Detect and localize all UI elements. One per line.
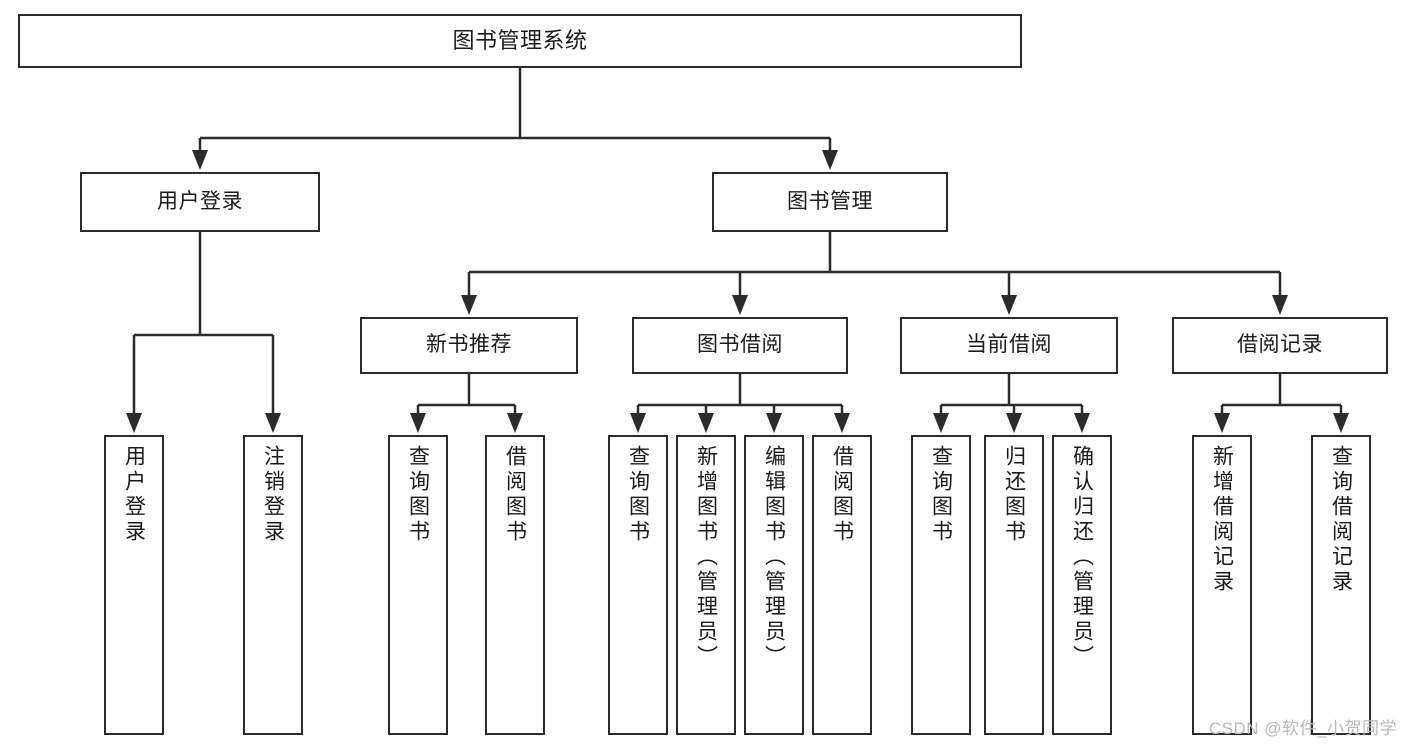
conn-book-borrow-arrowhead-1 xyxy=(698,413,714,433)
conn-current-borrow-arrowhead-2 xyxy=(1074,413,1090,433)
node-label-leaf-user-logout: 注销登录 xyxy=(261,445,285,545)
conn-root-arrowhead-1 xyxy=(822,150,838,170)
node-box-leaf-query-book-3[interactable]: 查询图书 xyxy=(911,435,971,735)
conn-borrow-record-arrowhead-1 xyxy=(1333,413,1349,433)
node-box-book-manage[interactable]: 图书管理 xyxy=(712,172,948,232)
node-box-leaf-query-record[interactable]: 查询借阅记录 xyxy=(1311,435,1371,735)
connector-group xyxy=(126,68,1349,433)
conn-new-book-recommend-arrowhead-0 xyxy=(410,413,426,433)
node-box-leaf-borrow-book-1[interactable]: 借阅图书 xyxy=(485,435,545,735)
node-label-new-book-recommend: 新书推荐 xyxy=(426,333,512,357)
conn-book-manage-arrowhead-2 xyxy=(1001,295,1017,315)
conn-book-manage-arrowhead-1 xyxy=(732,295,748,315)
conn-current-borrow-arrowhead-1 xyxy=(1006,413,1022,433)
conn-user-login-arrowhead-0 xyxy=(126,413,142,433)
node-label-user-login: 用户登录 xyxy=(157,189,243,213)
node-label-leaf-borrow-book-2: 借阅图书 xyxy=(830,445,854,545)
conn-current-borrow-arrowhead-0 xyxy=(933,413,949,433)
node-label-book-borrow: 图书借阅 xyxy=(697,333,783,357)
node-label-leaf-query-book-3: 查询图书 xyxy=(929,445,953,545)
node-label-leaf-query-record: 查询借阅记录 xyxy=(1329,445,1353,595)
node-box-leaf-user-login[interactable]: 用户登录 xyxy=(104,435,164,735)
node-box-leaf-return-book[interactable]: 归还图书 xyxy=(984,435,1044,735)
node-label-leaf-borrow-book-1: 借阅图书 xyxy=(503,445,527,545)
node-box-new-book-recommend[interactable]: 新书推荐 xyxy=(360,317,578,374)
node-box-borrow-record[interactable]: 借阅记录 xyxy=(1172,317,1388,374)
conn-book-borrow-arrowhead-3 xyxy=(834,413,850,433)
node-label-root: 图书管理系统 xyxy=(452,28,588,54)
node-box-leaf-edit-book[interactable]: 编辑图书（管理员） xyxy=(744,435,804,735)
conn-root-arrowhead-0 xyxy=(192,150,208,170)
node-box-leaf-borrow-book-2[interactable]: 借阅图书 xyxy=(812,435,872,735)
conn-book-borrow-arrowhead-0 xyxy=(630,413,646,433)
node-label-current-borrow: 当前借阅 xyxy=(966,333,1052,357)
node-label-leaf-confirm-return: 确认归还（管理员） xyxy=(1070,445,1094,670)
node-box-book-borrow[interactable]: 图书借阅 xyxy=(632,317,848,374)
node-label-leaf-add-record: 新增借阅记录 xyxy=(1210,445,1234,595)
node-label-leaf-add-book: 新增图书（管理员） xyxy=(694,445,718,670)
node-box-user-login[interactable]: 用户登录 xyxy=(80,172,320,232)
node-box-leaf-query-book-1[interactable]: 查询图书 xyxy=(388,435,448,735)
node-box-current-borrow[interactable]: 当前借阅 xyxy=(900,317,1118,374)
node-label-leaf-query-book-1: 查询图书 xyxy=(406,445,430,545)
conn-book-manage-arrowhead-3 xyxy=(1272,295,1288,315)
node-box-leaf-confirm-return[interactable]: 确认归还（管理员） xyxy=(1052,435,1112,735)
node-box-leaf-user-logout[interactable]: 注销登录 xyxy=(243,435,303,735)
conn-new-book-recommend-arrowhead-1 xyxy=(507,413,523,433)
node-label-book-manage: 图书管理 xyxy=(787,189,873,213)
conn-borrow-record-arrowhead-0 xyxy=(1214,413,1230,433)
node-label-leaf-query-book-2: 查询图书 xyxy=(626,445,650,545)
node-box-leaf-add-book[interactable]: 新增图书（管理员） xyxy=(676,435,736,735)
node-label-leaf-edit-book: 编辑图书（管理员） xyxy=(762,445,786,670)
node-box-leaf-add-record[interactable]: 新增借阅记录 xyxy=(1192,435,1252,735)
node-box-leaf-query-book-2[interactable]: 查询图书 xyxy=(608,435,668,735)
node-label-leaf-user-login: 用户登录 xyxy=(122,445,146,545)
conn-user-login-arrowhead-1 xyxy=(265,413,281,433)
conn-book-manage-arrowhead-0 xyxy=(461,295,477,315)
conn-book-borrow-arrowhead-2 xyxy=(766,413,782,433)
node-label-borrow-record: 借阅记录 xyxy=(1237,333,1323,357)
node-box-root[interactable]: 图书管理系统 xyxy=(18,14,1022,68)
node-label-leaf-return-book: 归还图书 xyxy=(1002,445,1026,545)
